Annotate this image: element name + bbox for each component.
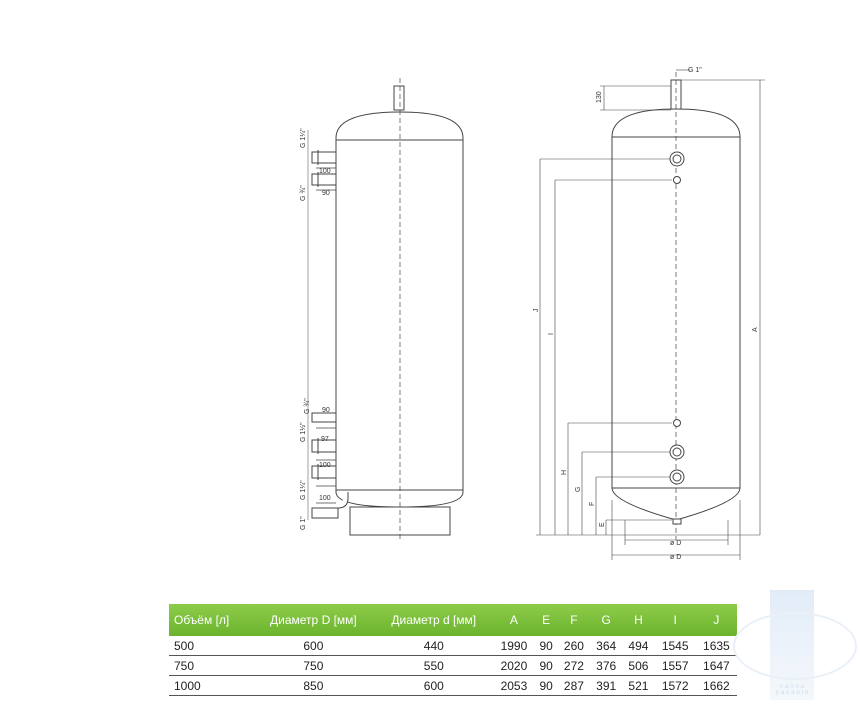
left-tank-body — [335, 111, 464, 508]
header-i: I — [654, 604, 696, 636]
cell-volume: 750 — [169, 655, 253, 676]
fitting-label: G 1½" — [299, 422, 307, 442]
dimension-label: 90 — [322, 407, 330, 414]
right-dimension-lines — [536, 69, 765, 560]
cell-a: 2053 — [493, 675, 535, 696]
technical-drawing: G 1¼" G ¾" G ¾" G 1½" G 1¼" G 1" 100 90 … — [299, 67, 765, 561]
header-a: A — [493, 604, 535, 636]
fitting-label: G 1¼" — [300, 128, 307, 148]
dimension-label: 100 — [319, 168, 331, 175]
header-g: G — [590, 604, 623, 636]
header-diameter-big: Диаметр D [мм] — [252, 604, 375, 636]
dim-letter-j: J — [533, 309, 540, 313]
cell-f: 287 — [557, 675, 591, 696]
table-row: 750 750 550 2020 90 272 376 506 1557 164… — [169, 655, 737, 676]
port-small — [673, 419, 681, 427]
dim-letter-d-large: ø D — [670, 554, 681, 561]
dimension-label: 130 — [596, 91, 603, 103]
header-f: F — [557, 604, 591, 636]
left-labels: G 1¼" G ¾" G ¾" G 1½" G 1¼" G 1" 100 90 … — [299, 128, 331, 530]
port-small — [673, 176, 681, 184]
cell-g: 376 — [590, 655, 623, 676]
cell-i: 1572 — [654, 675, 696, 696]
header-h: H — [622, 604, 655, 636]
port-large-inner — [672, 472, 682, 482]
drain-elbow — [337, 492, 349, 509]
fitting-label: G ¾" — [300, 185, 307, 201]
dim-letter-a: A — [752, 327, 759, 332]
cell-g: 364 — [590, 636, 623, 656]
connection-stub — [311, 507, 339, 519]
cell-h: 494 — [622, 636, 655, 656]
cell-h: 521 — [622, 675, 655, 696]
cell-j: 1647 — [695, 655, 737, 676]
right-tank-view — [536, 69, 765, 560]
port-large-inner — [672, 447, 682, 457]
cell-i: 1545 — [654, 636, 696, 656]
dim-letter-d-small: ø D — [670, 540, 681, 547]
cell-a: 2020 — [493, 655, 535, 676]
cell-diameter-small: 550 — [374, 655, 494, 676]
cell-h: 506 — [622, 655, 655, 676]
drain-port — [672, 518, 682, 525]
cell-volume: 500 — [169, 636, 253, 656]
cell-diameter-small: 600 — [374, 675, 494, 696]
cell-e: 90 — [534, 655, 558, 676]
right-labels: G 1" 130 A J I H G F E ø D ø D — [533, 67, 759, 561]
fitting-label: G ¾" — [304, 398, 311, 414]
port-large-inner — [672, 154, 682, 164]
table-row: 1000 850 600 2053 90 287 391 521 1572 16… — [169, 675, 737, 696]
dim-letter-i: I — [548, 333, 555, 335]
header-diameter-small: Диаметр d [мм] — [374, 604, 494, 636]
cell-e: 90 — [534, 675, 558, 696]
dim-letter-h: H — [561, 470, 568, 475]
watermark-logo — [733, 612, 857, 680]
header-volume: Объём [л] — [169, 604, 253, 636]
spec-table-header: Объём [л] Диаметр D [мм] Диаметр d [мм] … — [169, 604, 737, 636]
cell-j: 1662 — [695, 675, 737, 696]
cell-e: 90 — [534, 636, 558, 656]
dimension-label: 90 — [322, 190, 330, 197]
spec-table: Объём [л] Диаметр D [мм] Диаметр d [мм] … — [169, 604, 737, 696]
cell-i: 1557 — [654, 655, 696, 676]
cell-f: 260 — [557, 636, 591, 656]
cell-volume: 1000 — [169, 675, 253, 696]
connection-stub — [311, 412, 337, 423]
left-top-pipe — [393, 85, 405, 111]
right-ports — [669, 151, 685, 525]
left-dimension-lines — [307, 130, 336, 520]
fitting-label: G 1¼" — [300, 480, 307, 500]
cell-g: 391 — [590, 675, 623, 696]
cell-j: 1635 — [695, 636, 737, 656]
dim-letter-f: F — [589, 502, 596, 506]
fitting-label: G 1" — [300, 516, 307, 530]
dim-letter-e: E — [599, 522, 606, 527]
cell-f: 272 — [557, 655, 591, 676]
header-j: J — [695, 604, 737, 636]
dimension-label: 100 — [319, 495, 331, 502]
dimension-label: 97 — [321, 436, 329, 443]
left-tank-view — [307, 78, 464, 540]
header-e: E — [534, 604, 558, 636]
cell-diameter-small: 440 — [374, 636, 494, 656]
cell-diameter-big: 750 — [252, 655, 375, 676]
connection-stub — [311, 173, 337, 186]
dimension-label: 100 — [319, 462, 331, 469]
table-row: 500 600 440 1990 90 260 364 494 1545 163… — [169, 636, 737, 656]
connection-stub — [311, 151, 337, 164]
dim-letter-g: G — [575, 487, 582, 492]
cell-diameter-big: 600 — [252, 636, 375, 656]
cell-diameter-big: 850 — [252, 675, 375, 696]
cell-a: 1990 — [493, 636, 535, 656]
watermark-text: vannu pasaule — [775, 684, 811, 696]
fitting-label: G 1" — [688, 67, 702, 74]
